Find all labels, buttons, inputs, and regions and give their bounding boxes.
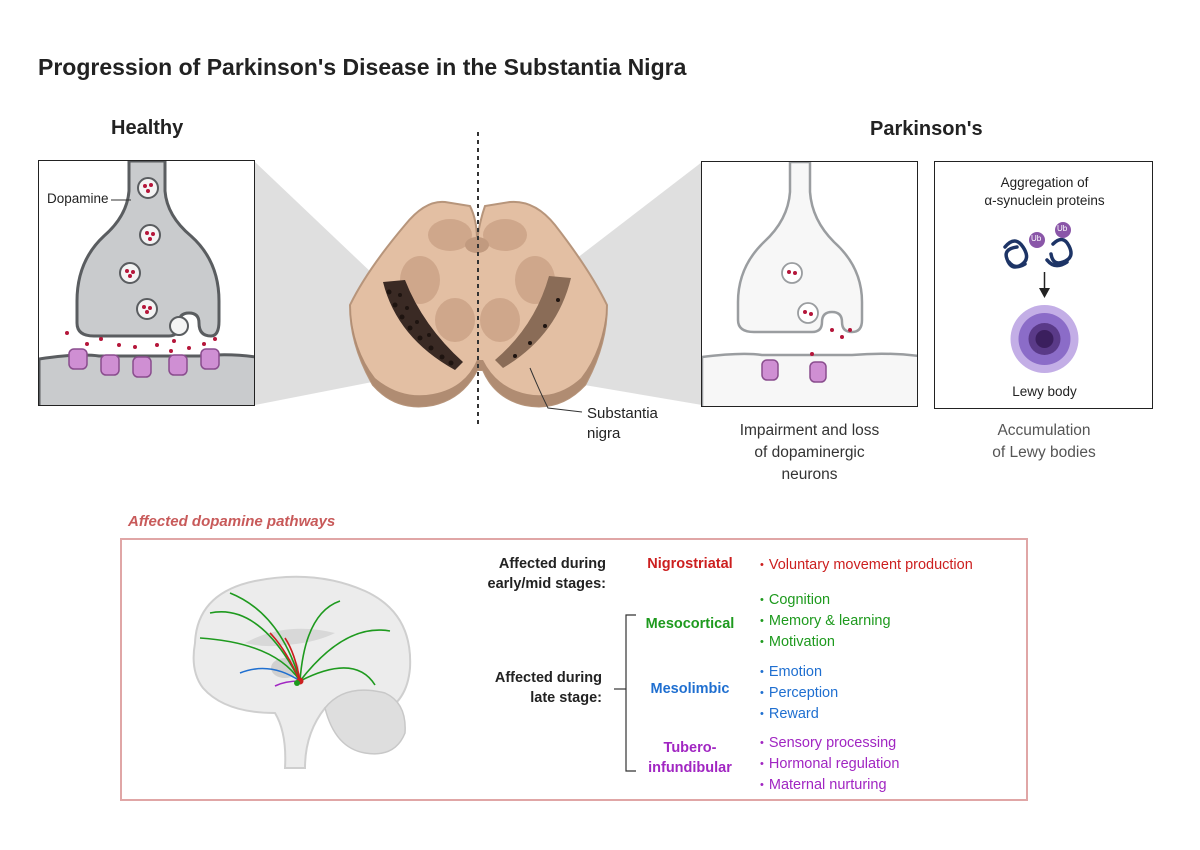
pathway-mesolimbic: Mesolimbic	[650, 681, 730, 697]
effect-item: •Hormonal regulation	[760, 756, 900, 772]
parkinsons-synapse-panel	[701, 161, 918, 407]
late-stage-label: Affected during late stage:	[494, 670, 602, 706]
effects-mesolimbic: •Emotion •Perception •Reward	[760, 662, 838, 725]
effect-item: •Perception	[760, 685, 839, 701]
ub-label-1: Ub	[1031, 234, 1042, 243]
healthy-synapse-panel: Dopamine	[38, 160, 255, 406]
effect-item: •Sensory processing	[760, 735, 897, 751]
effects-mesocortical: •Cognition •Memory & learning •Motivatio…	[760, 590, 891, 653]
effects-nigrostriatal: •Voluntary movement production	[760, 555, 973, 576]
substantia-nigra-label: Substantia nigra	[587, 405, 658, 442]
page-title: Progression of Parkinson's Disease in th…	[38, 54, 687, 80]
lewy-body-label: Lewy body	[1012, 384, 1077, 399]
parkinsons-heading: Parkinson's	[870, 118, 983, 140]
parkinsons-synapse-illustration	[702, 162, 917, 406]
effect-item: •Reward	[760, 706, 819, 722]
lewy-body-panel: Aggregation of α-synuclein proteins Ub U…	[934, 161, 1153, 409]
dopamine-label: Dopamine	[47, 191, 109, 206]
lewy-body-illustration	[1003, 222, 1079, 373]
aggregation-label: Aggregation of α-synuclein proteins	[984, 175, 1105, 208]
midbrain-cross-section	[348, 200, 609, 408]
pathways-heading: Affected dopamine pathways	[128, 513, 336, 530]
pathway-nigrostriatal: Nigrostriatal	[647, 556, 733, 572]
early-stage-label: Affected during early/mid stages:	[487, 556, 606, 592]
healthy-synapse-illustration	[39, 161, 254, 405]
pathway-mesocortical: Mesocortical	[645, 616, 735, 632]
pathway-tuberoinfundibular: Tubero- infundibular	[648, 740, 732, 776]
effect-item: •Memory & learning	[760, 613, 891, 629]
effect-item: •Maternal nurturing	[760, 777, 887, 793]
effect-item: •Emotion	[760, 664, 823, 680]
dopamine-leader-line	[111, 199, 131, 201]
impairment-caption: Impairment and loss of dopaminergic neur…	[739, 422, 880, 483]
ub-label-2: Ub	[1057, 224, 1068, 233]
healthy-heading: Healthy	[111, 117, 184, 139]
accumulation-caption: Accumulation of Lewy bodies	[992, 422, 1096, 461]
effect-item: •Cognition	[760, 592, 831, 608]
effect-item: •Voluntary movement production	[760, 557, 973, 573]
brain-illustration	[192, 575, 412, 769]
effects-tuberoinfundibular: •Sensory processing •Hormonal regulation…	[760, 733, 899, 796]
effect-item: •Motivation	[760, 634, 835, 650]
